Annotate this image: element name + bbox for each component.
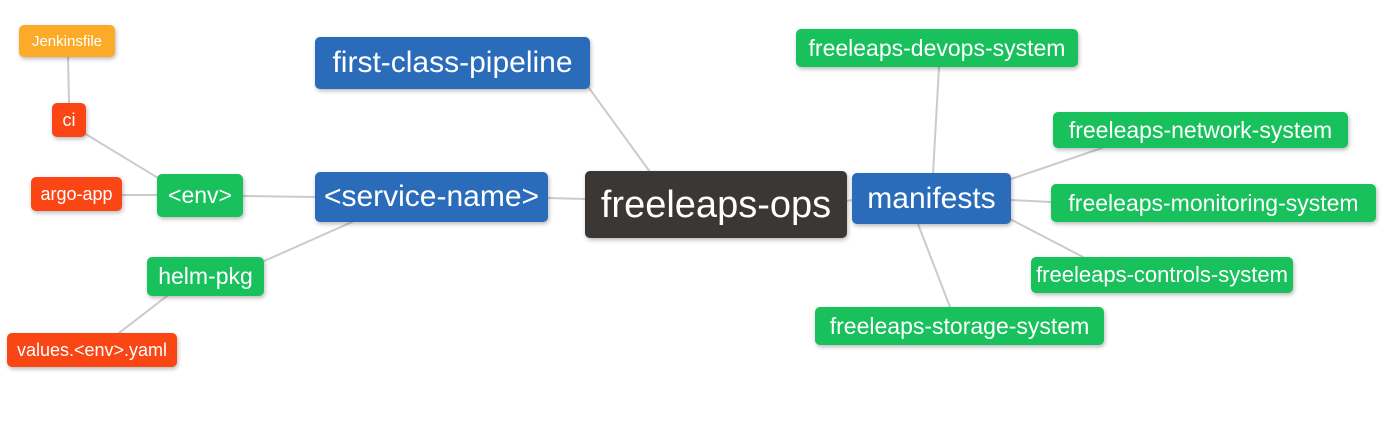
edge-manifests-to-freeleaps-monitoring-system (1010, 199, 1052, 203)
node-freeleaps-network-system[interactable]: freeleaps-network-system (1053, 112, 1348, 148)
node-ci[interactable]: ci (52, 103, 86, 137)
edge-helm-pkg-to-values-env-yaml (118, 295, 168, 334)
edge-manifests-to-freeleaps-storage-system (917, 223, 951, 308)
node-freeleaps-devops-system[interactable]: freeleaps-devops-system (796, 29, 1078, 67)
node-helm-pkg[interactable]: helm-pkg (147, 257, 264, 296)
edge-manifests-to-freeleaps-network-system (1010, 147, 1103, 180)
node-freeleaps-monitoring-system[interactable]: freeleaps-monitoring-system (1051, 184, 1376, 222)
edge-manifests-to-freeleaps-controls-system (1007, 217, 1086, 259)
node-jenkinsfile[interactable]: Jenkinsfile (19, 25, 115, 57)
node-freeleaps-storage-system[interactable]: freeleaps-storage-system (815, 307, 1104, 345)
node-first-class-pipeline[interactable]: first-class-pipeline (315, 37, 590, 89)
node-service-name[interactable]: <service-name> (315, 172, 548, 222)
node-freeleaps-controls-system[interactable]: freeleaps-controls-system (1031, 257, 1293, 293)
node-values-env-yaml[interactable]: values.<env>.yaml (7, 333, 177, 367)
edge-freeleaps-ops-to-manifests (845, 199, 854, 202)
node-manifests[interactable]: manifests (852, 173, 1011, 224)
node-freeleaps-ops[interactable]: freeleaps-ops (585, 171, 847, 238)
edge-jenkinsfile-to-ci (67, 56, 70, 104)
edge-service-name-to-freeleaps-ops (547, 197, 587, 200)
edge-service-name-to-helm-pkg (261, 221, 353, 263)
edge-ci-to-env (83, 132, 164, 182)
edge-env-to-service-name (242, 195, 316, 198)
edge-first-class-pipeline-to-freeleaps-ops (588, 87, 651, 173)
edge-manifests-to-freeleaps-devops-system (932, 66, 940, 175)
node-env[interactable]: <env> (157, 174, 243, 217)
node-argo-app[interactable]: argo-app (31, 177, 122, 211)
